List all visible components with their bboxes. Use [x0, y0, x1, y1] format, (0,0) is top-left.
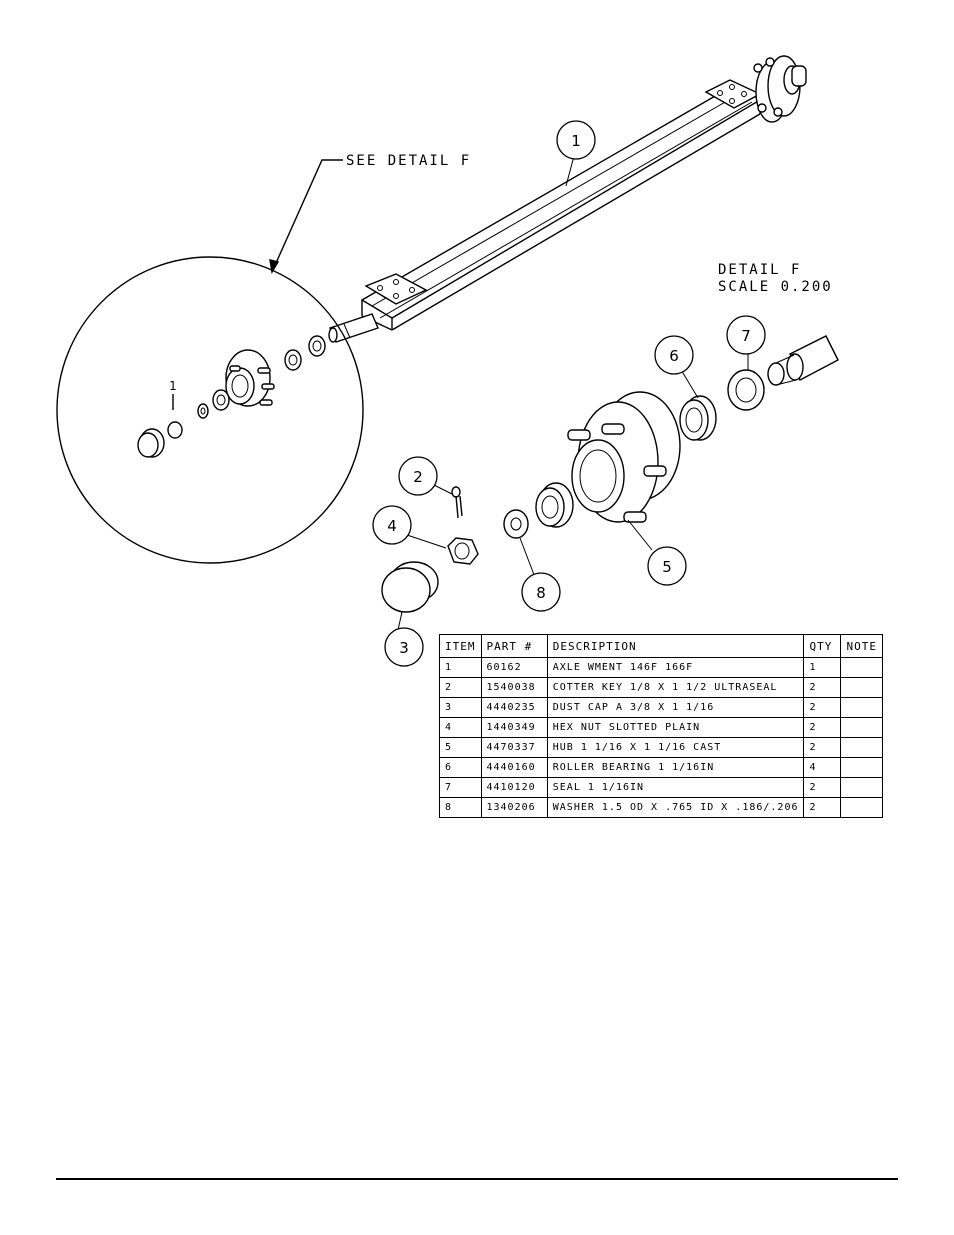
detail-parts [137, 335, 326, 458]
cell-qty: 2 [803, 717, 842, 738]
cell-qty: 2 [803, 697, 842, 718]
cell-note [840, 697, 883, 718]
cell-item: 5 [439, 737, 482, 758]
table-row: 8 1340206 WASHER 1.5 OD X .765 ID X .186… [439, 797, 883, 818]
cotter-key-part [431, 483, 463, 519]
cell-item: 8 [439, 797, 482, 818]
dust-cap-part [381, 561, 439, 631]
bom-header-row: ITEM PART # DESCRIPTION QTY NOTE [439, 634, 883, 658]
cell-note [840, 757, 883, 778]
cell-description: SEAL 1 1/16IN [546, 777, 805, 798]
col-header-part: PART # [480, 634, 548, 658]
table-row: 4 1440349 HEX NUT SLOTTED PLAIN 2 [439, 717, 883, 738]
svg-text:2: 2 [413, 468, 423, 486]
cell-note [840, 737, 883, 758]
cell-item: 3 [439, 697, 482, 718]
col-header-note: NOTE [840, 634, 883, 658]
detail-item-label: 1 [169, 379, 177, 393]
col-header-description: DESCRIPTION [546, 634, 805, 658]
cell-part: 4440160 [480, 757, 548, 778]
cell-description: WASHER 1.5 OD X .765 ID X .186/.206 [546, 797, 805, 818]
balloon-5: 5 [647, 546, 687, 586]
cell-note [840, 677, 883, 698]
balloon-4: 4 [372, 505, 412, 545]
cell-qty: 2 [803, 797, 842, 818]
col-header-item: ITEM [439, 634, 482, 658]
cell-note [840, 657, 883, 678]
col-header-qty: QTY [803, 634, 842, 658]
detail-scale: SCALE 0.200 [718, 279, 833, 295]
cell-part: 60162 [480, 657, 548, 678]
svg-text:5: 5 [662, 558, 672, 576]
cell-part: 4410120 [480, 777, 548, 798]
balloon-8: 8 [521, 572, 561, 612]
spindle-end-part [767, 335, 839, 386]
footer-divider [56, 1178, 898, 1180]
table-row: 2 1540038 COTTER KEY 1/8 X 1 1/2 ULTRASE… [439, 677, 883, 698]
cell-item: 4 [439, 717, 482, 738]
balloon-7: 7 [726, 315, 766, 355]
bill-of-materials-table: ITEM PART # DESCRIPTION QTY NOTE 1 60162… [439, 634, 883, 818]
cell-item: 1 [439, 657, 482, 678]
balloon-3: 3 [384, 627, 424, 667]
hex-nut-part [403, 533, 479, 565]
svg-text:3: 3 [399, 639, 409, 657]
see-detail-label: SEE DETAIL F [346, 153, 471, 169]
balloon-2: 2 [398, 456, 438, 496]
table-row: 7 4410120 SEAL 1 1/16IN 2 [439, 777, 883, 798]
cell-description: HUB 1 1/16 X 1 1/16 CAST [546, 737, 805, 758]
cell-qty: 1 [803, 657, 842, 678]
detail-title: DETAIL F [718, 262, 801, 278]
cell-note [840, 717, 883, 738]
cell-part: 1440349 [480, 717, 548, 738]
cell-note [840, 797, 883, 818]
cell-description: HEX NUT SLOTTED PLAIN [546, 717, 805, 738]
cell-part: 1540038 [480, 677, 548, 698]
table-row: 6 4440160 ROLLER BEARING 1 1/16IN 4 [439, 757, 883, 778]
cell-note [840, 777, 883, 798]
hub-part [567, 391, 681, 551]
balloon-1: 1 [556, 120, 596, 160]
cell-qty: 2 [803, 737, 842, 758]
cell-qty: 4 [803, 757, 842, 778]
cell-part: 4470337 [480, 737, 548, 758]
svg-text:8: 8 [536, 584, 546, 602]
roller-bearing-part [679, 367, 717, 441]
cell-description: DUST CAP A 3/8 X 1 1/16 [546, 697, 805, 718]
cell-qty: 2 [803, 677, 842, 698]
cell-description: AXLE WMENT 146F 166F [546, 657, 805, 678]
cell-qty: 2 [803, 777, 842, 798]
detail-circle [56, 256, 364, 564]
svg-text:7: 7 [741, 327, 751, 345]
cell-item: 6 [439, 757, 482, 778]
inner-bearing-part [535, 482, 574, 528]
axle-tube [328, 55, 807, 343]
table-row: 3 4440235 DUST CAP A 3/8 X 1 1/16 2 [439, 697, 883, 718]
table-row: 1 60162 AXLE WMENT 146F 166F 1 [439, 657, 883, 678]
balloon-6: 6 [654, 335, 694, 375]
seal-part [727, 354, 765, 411]
table-row: 5 4470337 HUB 1 1/16 X 1 1/16 CAST 2 [439, 737, 883, 758]
see-detail-leader [271, 159, 343, 273]
cell-description: ROLLER BEARING 1 1/16IN [546, 757, 805, 778]
cell-description: COTTER KEY 1/8 X 1 1/2 ULTRASEAL [546, 677, 805, 698]
washer-part [503, 509, 537, 581]
cell-item: 2 [439, 677, 482, 698]
cell-part: 1340206 [480, 797, 548, 818]
svg-text:6: 6 [669, 347, 679, 365]
cell-item: 7 [439, 777, 482, 798]
svg-text:4: 4 [387, 517, 397, 535]
cell-part: 4440235 [480, 697, 548, 718]
svg-text:1: 1 [571, 132, 581, 150]
